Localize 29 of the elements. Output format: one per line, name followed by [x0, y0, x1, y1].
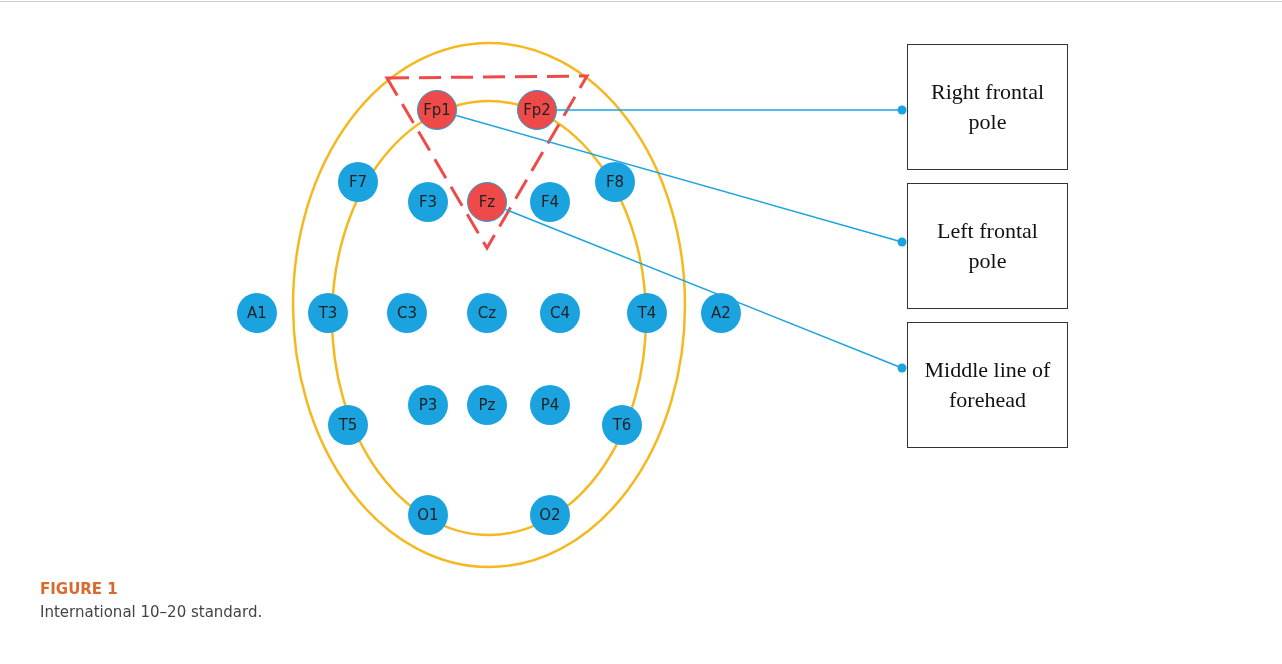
- electrode-circle: P4: [530, 385, 570, 425]
- label-box: Middle line of forehead: [907, 322, 1068, 448]
- leader-line: [504, 208, 907, 373]
- electrode-circle: T4: [627, 293, 667, 333]
- figure-caption: International 10–20 standard.: [40, 603, 263, 621]
- electrode-circle: Fp1: [417, 90, 457, 130]
- electrode-circle: F8: [595, 162, 635, 202]
- electrode-circle: F3: [408, 182, 448, 222]
- electrode-circle: T6: [602, 405, 642, 445]
- electrode-circle: A1: [237, 293, 277, 333]
- leader-line: [556, 105, 907, 115]
- leader-line: [455, 114, 907, 247]
- electrode-circle: F7: [338, 162, 378, 202]
- figure-number: FIGURE 1: [40, 580, 118, 598]
- electrode-circle: A2: [701, 293, 741, 333]
- electrode-circle: Fz: [467, 182, 507, 222]
- electrode-circle: C4: [540, 293, 580, 333]
- electrode-circle: O2: [530, 495, 570, 535]
- electrode-circle: O1: [408, 495, 448, 535]
- label-box: Right frontal pole: [907, 44, 1068, 170]
- electrode-circle: P3: [408, 385, 448, 425]
- electrode-circle: C3: [387, 293, 427, 333]
- electrode-circle: Cz: [467, 293, 507, 333]
- electrode-circle: T5: [328, 405, 368, 445]
- electrode-circle: Fp2: [517, 90, 557, 130]
- electrode-circle: T3: [308, 293, 348, 333]
- label-box: Left frontal pole: [907, 183, 1068, 309]
- electrode-circle: F4: [530, 182, 570, 222]
- electrode-circle: Pz: [467, 385, 507, 425]
